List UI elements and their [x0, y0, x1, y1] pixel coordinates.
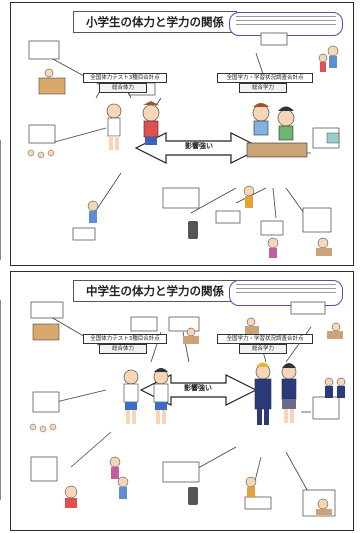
left-page-edge-lower: [0, 300, 4, 500]
overall-academic-label: 総合学力: [239, 83, 287, 93]
strong-influence-label: 影響強い: [184, 384, 212, 392]
academic-test-label: 全国学力・学習状況調査合計点: [217, 334, 313, 344]
overall-academic-label: 総合学力: [239, 344, 287, 354]
overall-fitness-label: 総合体力: [99, 344, 147, 354]
panel-title: 中学生の体力と学力の関係: [73, 280, 237, 302]
panel-title: 小学生の体力と学力の関係: [73, 11, 237, 33]
fitness-test-label: 全国体力テスト3種目合計点: [83, 334, 167, 344]
academic-test-label: 全国学力・学習状況調査合計点: [217, 73, 313, 83]
elementary-panel: 小学生の体力と学力の関係: [10, 2, 354, 266]
left-page-edge: [0, 140, 4, 260]
overall-fitness-label: 総合体力: [99, 83, 147, 93]
junior-high-diagram: [29, 301, 346, 517]
junior-high-panel: 中学生の体力と学力の関係: [10, 271, 354, 531]
elementary-diagram: [27, 32, 340, 258]
strong-influence-label: 影響強い: [185, 142, 213, 150]
fitness-test-label: 全国体力テスト3種目合計点: [83, 73, 167, 83]
